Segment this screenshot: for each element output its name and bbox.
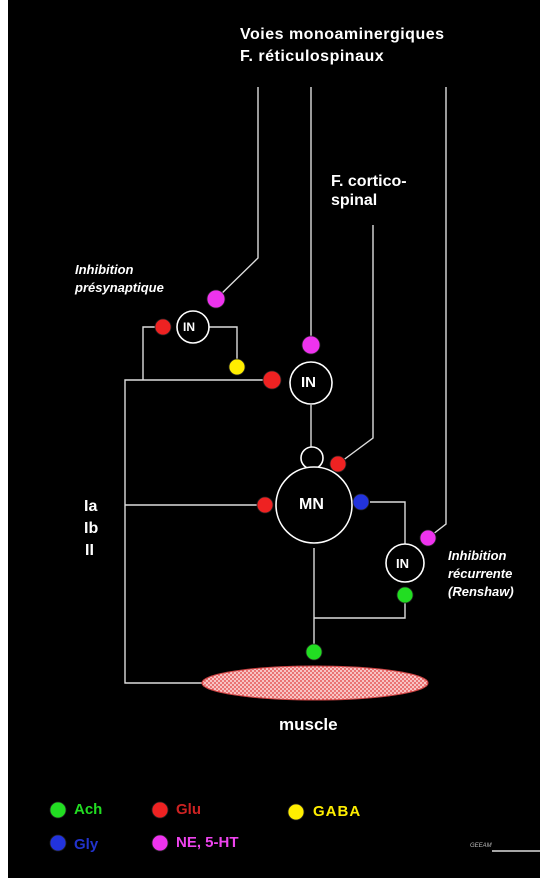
muscle-ellipse (201, 665, 429, 701)
label-inhibition-presynaptique-line2: présynaptique (75, 280, 164, 295)
motoneuron (275, 466, 353, 544)
label-afferent-ib: Ib (84, 520, 99, 537)
synapse-ach-muscle (305, 643, 323, 661)
label-in-presynaptic: IN (183, 320, 195, 334)
label-afferent-ii: II (85, 542, 94, 559)
legend-label-ach: Ach (74, 801, 103, 818)
synapse-glu-afferent-mn (256, 496, 274, 514)
label-mn: MN (299, 496, 324, 513)
synapse-gly-mn (352, 493, 370, 511)
label-in-main: IN (301, 374, 316, 391)
synapse-ne-renshaw (419, 529, 437, 547)
label-voies-line1: Voies monoaminergiques (240, 26, 445, 43)
synapse-glu-interneuron (262, 370, 282, 390)
synapse-ach-renshaw (396, 586, 414, 604)
interneuron-main (289, 361, 333, 405)
signature: GEEAM (470, 843, 492, 849)
neurons (176, 310, 425, 583)
label-inhibition-presynaptique-line1: Inhibition (75, 262, 134, 277)
descending-fiber-renshaw (427, 87, 447, 539)
legend-marker-glu (151, 801, 169, 819)
legend-marker-ne (151, 834, 169, 852)
legend-marker-gaba (287, 803, 305, 821)
legend-label-glu: Glu (176, 801, 201, 818)
label-cortico-line1: F. cortico- (331, 173, 407, 190)
synapse-ne-presynaptic (206, 289, 226, 309)
legend-marker-gly (49, 834, 67, 852)
legend-label-gly: Gly (74, 836, 99, 853)
afferent-trunk (124, 379, 272, 684)
legend-marker-ach (49, 801, 67, 819)
legend-label-ne: NE, 5-HT (176, 834, 239, 851)
mn-dendrite (300, 446, 324, 470)
synapse-ne-interneuron (301, 335, 321, 355)
synapses (154, 289, 437, 661)
corticospinal-fiber (337, 225, 374, 465)
label-voies-line2: F. réticulospinaux (240, 48, 385, 65)
recurrent-collateral (314, 603, 406, 619)
legend-markers (49, 801, 305, 852)
synapse-gaba (228, 358, 246, 376)
label-cortico-line2: spinal (331, 192, 378, 209)
renshaw-to-mn (370, 501, 406, 545)
connection-lines (124, 87, 540, 852)
interneuron-renshaw (385, 543, 425, 583)
descending-fiber-presynaptic (215, 87, 259, 300)
label-afferent-ia: Ia (84, 498, 98, 515)
legend-label-gaba: GABA (313, 803, 362, 820)
interneuron-presynaptic (176, 310, 210, 344)
diagram-background (8, 0, 540, 878)
label-inhibition-recurrente-line1: Inhibition (448, 548, 507, 563)
label-inhibition-recurrente-line3: (Renshaw) (448, 584, 514, 599)
label-inhibition-recurrente-line2: récurrente (448, 566, 513, 581)
synapse-glu-corticospinal (329, 455, 347, 473)
label-muscle: muscle (279, 715, 338, 734)
label-in-renshaw: IN (396, 556, 409, 571)
synapse-glu-presynaptic (154, 318, 172, 336)
presynaptic-loop-right (209, 326, 238, 367)
